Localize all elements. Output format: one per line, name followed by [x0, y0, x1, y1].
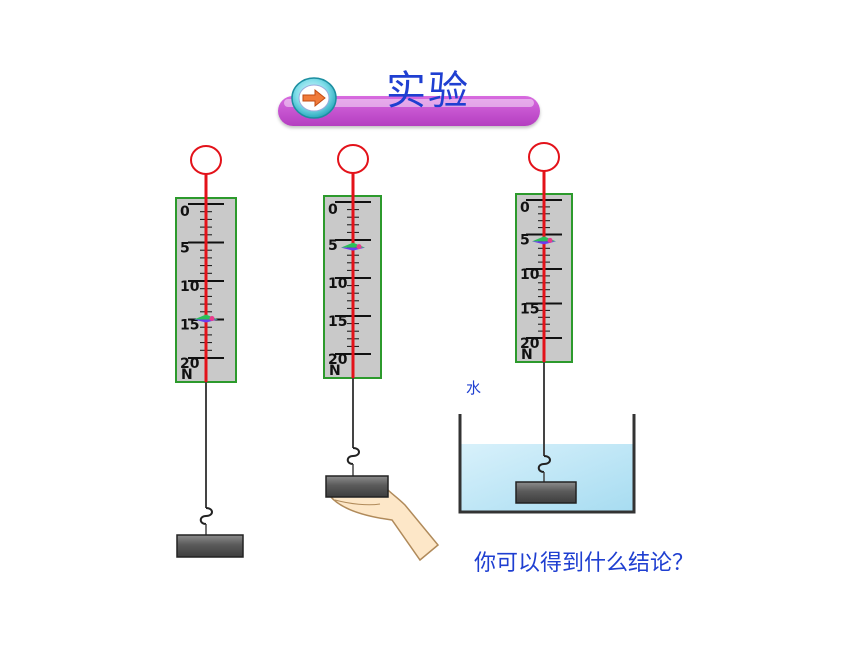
pointer-icon — [532, 236, 556, 245]
tick-label: 0 — [180, 204, 190, 220]
tick-label: 0 — [328, 202, 338, 218]
tick-label: 20 — [180, 356, 200, 372]
pointer-dot — [356, 244, 362, 250]
tick-label: 15 — [328, 314, 347, 330]
pointer-icon — [341, 242, 365, 251]
conclusion-question: 你可以得到什么结论？ — [474, 551, 695, 576]
metal-block — [325, 475, 389, 498]
ring-icon — [528, 142, 560, 172]
metal-block — [515, 481, 577, 504]
hook-icon — [199, 507, 213, 525]
tick-label: 5 — [328, 238, 338, 254]
hand-icon — [329, 489, 440, 562]
spring-scale-in-air: 0 5 10 15 20N — [175, 145, 244, 558]
tick-label: 15 — [520, 302, 539, 318]
pointer-dot — [547, 237, 553, 243]
water-label: 水 — [466, 379, 482, 397]
pointer-dot — [209, 316, 215, 321]
tick-label: 5 — [520, 233, 530, 249]
spring-scale-hand-supported: 0 5 10 15 20N — [323, 144, 389, 498]
arrow-right-icon[interactable] — [290, 75, 340, 121]
ring-icon — [190, 145, 222, 175]
tick-label: 10 — [520, 267, 540, 283]
tank-outline — [458, 414, 636, 514]
tick-label: 5 — [180, 241, 190, 257]
tick-label: 20 — [520, 336, 540, 352]
metal-block — [176, 534, 244, 558]
tick-label: 20 — [328, 352, 348, 368]
hook-icon — [537, 455, 551, 473]
unit-label: N — [181, 367, 193, 383]
pointer-icon — [194, 314, 218, 323]
page-title: 实验 — [386, 68, 470, 114]
tick-label: 15 — [180, 318, 199, 334]
ring-icon — [337, 144, 369, 174]
unit-label: N — [521, 347, 533, 363]
tick-label: 10 — [328, 276, 348, 292]
tick-label: 10 — [180, 279, 200, 295]
spring-scale-in-water: 0 5 10 15 20N — [515, 142, 577, 504]
hook-icon — [346, 447, 360, 465]
unit-label: N — [329, 363, 341, 379]
tick-label: 0 — [520, 200, 530, 216]
